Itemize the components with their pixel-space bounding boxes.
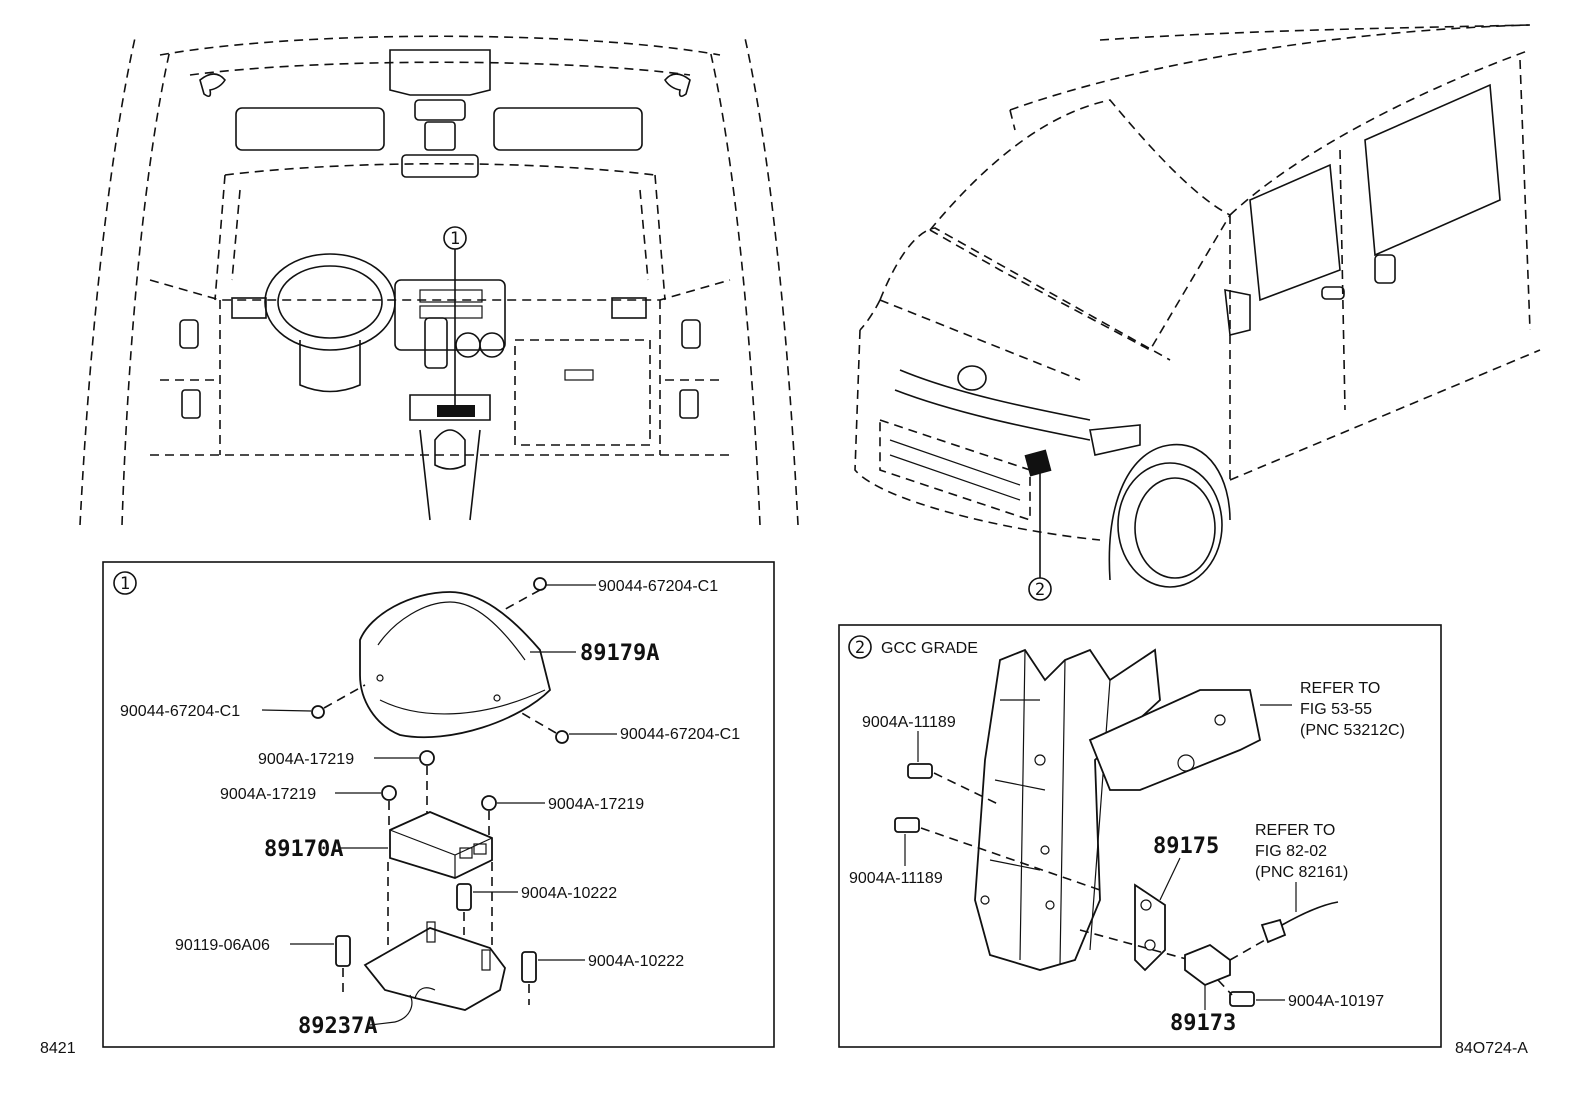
frame-structure bbox=[974, 648, 1161, 971]
bolt-top-icon bbox=[533, 577, 547, 591]
label-bolt-right: 90044-67204-C1 bbox=[620, 726, 740, 743]
label-sensor: 89173 bbox=[1170, 1011, 1236, 1036]
panel-1-frame bbox=[102, 561, 775, 1048]
bolt-center-icon bbox=[456, 883, 472, 911]
nut-top-icon bbox=[419, 750, 435, 766]
callout-2-number: 2 bbox=[1035, 580, 1045, 600]
diagram-code-right: 84O724-A bbox=[1455, 1040, 1528, 1057]
callout-2-circle bbox=[1028, 577, 1052, 601]
bracket-89237a bbox=[363, 927, 506, 1011]
label-bolt-sensor: 9004A-10197 bbox=[1288, 993, 1384, 1010]
label-bolt-lower-right: 9004A-10222 bbox=[588, 953, 684, 970]
label-bolt-lower-left: 90119-06A06 bbox=[175, 937, 270, 954]
label-bolt-center: 9004A-10222 bbox=[521, 885, 617, 902]
connector-icon bbox=[1260, 918, 1287, 944]
bolt-lower-icon bbox=[894, 817, 920, 833]
panel-1-index-circle bbox=[113, 571, 137, 595]
bolt-upper-icon bbox=[907, 763, 933, 779]
label-nut-right: 9004A-17219 bbox=[548, 796, 644, 813]
sensor-89173 bbox=[1184, 943, 1231, 987]
exterior-view: 2 bbox=[854, 24, 1541, 601]
callout-1-number: 1 bbox=[450, 229, 460, 249]
cover-89179a bbox=[359, 591, 551, 739]
bolt-lower-right-icon bbox=[521, 951, 537, 983]
refer-1-line-1: REFER TO bbox=[1300, 680, 1380, 697]
label-bolt-lower: 9004A-11189 bbox=[849, 870, 943, 887]
nut-right-icon bbox=[481, 795, 497, 811]
bolt-right-icon bbox=[555, 730, 569, 744]
refer-2-line-1: REFER TO bbox=[1255, 822, 1335, 839]
bolt-lower-left-icon bbox=[335, 935, 351, 967]
label-nut-left: 9004A-17219 bbox=[220, 786, 316, 803]
label-bracket: 89237A bbox=[298, 1014, 377, 1039]
ecu-location-marker bbox=[437, 405, 475, 417]
bolt-left-icon bbox=[311, 705, 325, 719]
label-bolt-top: 90044-67204-C1 bbox=[598, 578, 718, 595]
panel-2-frame bbox=[838, 624, 1442, 1048]
bolt-sensor-icon bbox=[1229, 991, 1255, 1007]
panel-1: 1 90044-67204-C1 89179A 90044-67204-C1 9… bbox=[102, 561, 775, 1048]
label-ecu: 89170A bbox=[264, 837, 343, 862]
panel-1-index: 1 bbox=[120, 574, 130, 594]
interior-view: 1 bbox=[79, 35, 799, 526]
sensor-bracket-89175 bbox=[1134, 883, 1166, 972]
refer-2-line-2: FIG 82-02 bbox=[1255, 843, 1327, 860]
nut-left-icon bbox=[381, 785, 397, 801]
panel-2-title: GCC GRADE bbox=[881, 640, 978, 657]
refer-1-line-3: (PNC 53212C) bbox=[1300, 722, 1405, 739]
refer-1-line-2: FIG 53-55 bbox=[1300, 701, 1372, 718]
panel-2: 2 GCC GRADE REFER TO FIG 53-55 (PNC 5321… bbox=[838, 624, 1442, 1048]
label-sensor-bracket: 89175 bbox=[1153, 834, 1219, 859]
label-bolt-left: 90044-67204-C1 bbox=[120, 703, 240, 720]
ecu-89170a bbox=[389, 811, 493, 879]
refer-2-line-3: (PNC 82161) bbox=[1255, 864, 1348, 881]
diagram-code-left: 8421 bbox=[40, 1040, 76, 1057]
label-nut-top: 9004A-17219 bbox=[258, 751, 354, 768]
panel-2-index-circle bbox=[848, 635, 872, 659]
sensor-location-marker bbox=[1024, 449, 1052, 477]
panel-2-index: 2 bbox=[855, 638, 865, 658]
label-bolt-upper: 9004A-11189 bbox=[862, 714, 956, 731]
label-cover: 89179A bbox=[580, 641, 659, 666]
